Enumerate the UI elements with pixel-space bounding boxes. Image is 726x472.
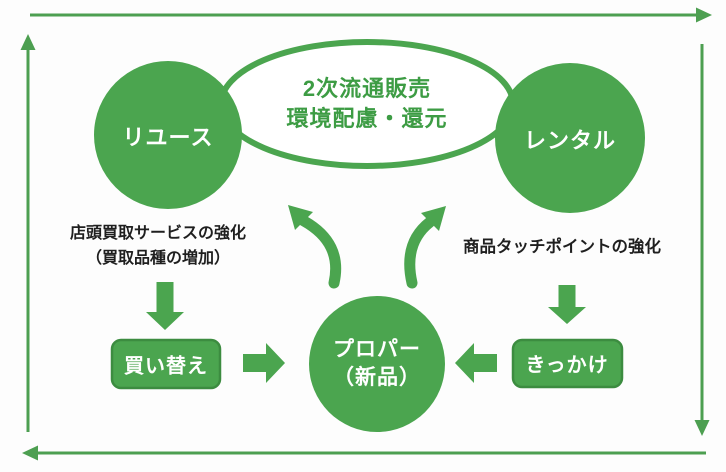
cycle-border-right-arrowhead-top bbox=[696, 7, 712, 23]
curved-arrow-left-head bbox=[288, 205, 313, 230]
cycle-border-down-arrowhead bbox=[694, 420, 710, 436]
down-arrow-left bbox=[146, 282, 184, 330]
curved-arrows bbox=[288, 205, 446, 289]
curved-arrow-left-shaft bbox=[298, 215, 342, 289]
reuse-circle bbox=[94, 61, 242, 209]
proper-circle bbox=[309, 296, 445, 432]
curved-arrow-right-head bbox=[421, 206, 446, 231]
right-arrow-kaikae-to-proper bbox=[243, 343, 285, 383]
left-arrow-kikkake-to-proper bbox=[455, 343, 497, 383]
kaikae-box bbox=[110, 338, 222, 390]
secondary-distribution-ellipse bbox=[218, 39, 516, 169]
down-arrow-right bbox=[548, 285, 586, 324]
cycle-border-left-arrowhead bbox=[22, 445, 38, 461]
rental-circle bbox=[495, 63, 645, 213]
cycle-border bbox=[20, 7, 712, 461]
kikkake-box bbox=[511, 338, 624, 389]
curved-arrow-right-shaft bbox=[404, 216, 436, 289]
block-arrows bbox=[146, 282, 586, 383]
cycle-border-up-arrowhead bbox=[20, 34, 36, 50]
